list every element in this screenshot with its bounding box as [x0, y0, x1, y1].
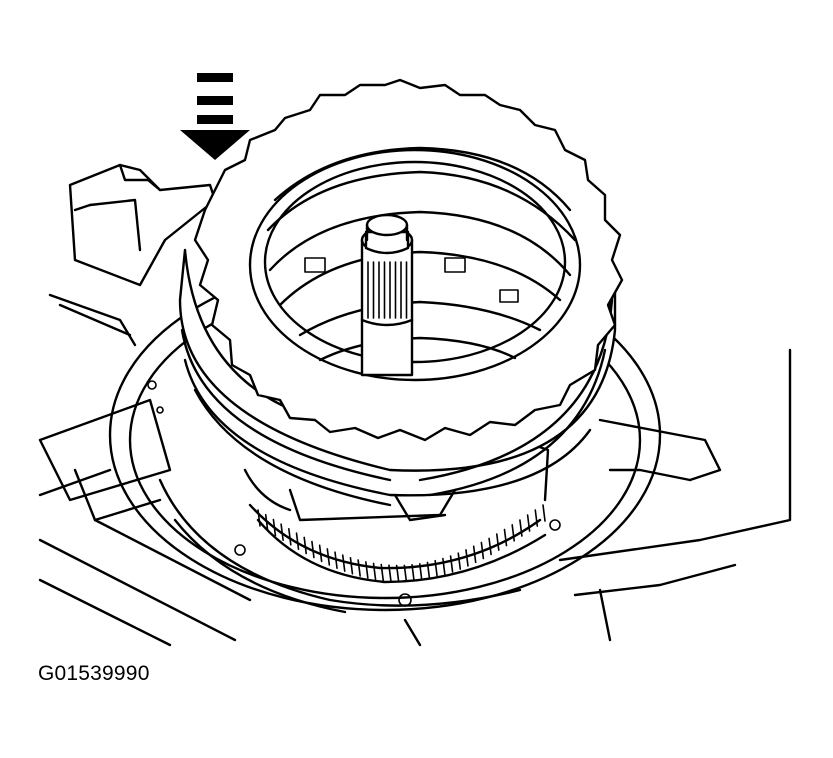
- transmission-case: [38, 293, 792, 647]
- input-shaft: [360, 213, 414, 377]
- figure-id-label: G01539990: [38, 662, 150, 685]
- valve-body-bracket: [68, 163, 217, 287]
- planetary-gear-ring: [243, 438, 550, 584]
- installation-direction-arrow-icon: [180, 73, 250, 160]
- transmission-clutch-assembly-illustration: [38, 73, 792, 647]
